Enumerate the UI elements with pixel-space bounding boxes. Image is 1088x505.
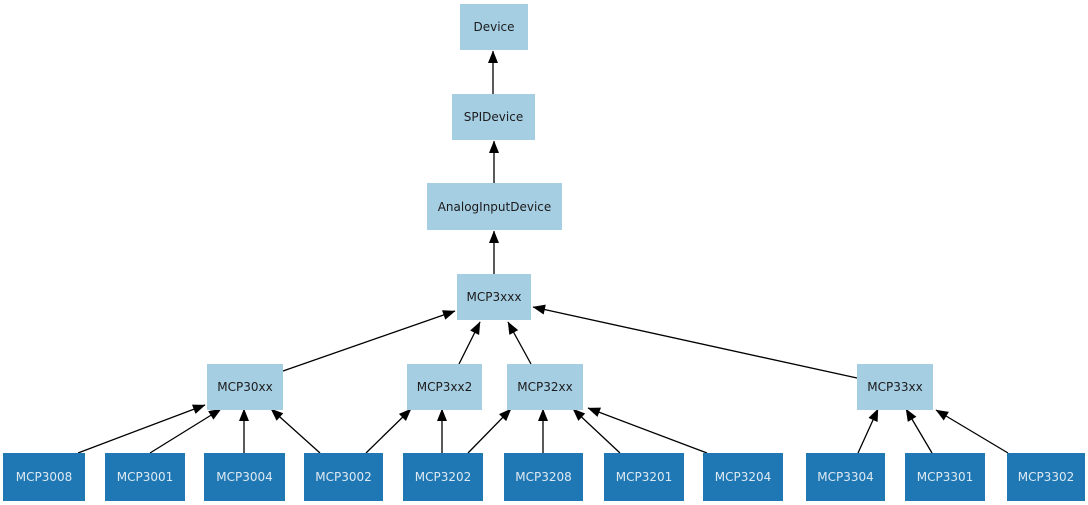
class-node-device[interactable]: Device bbox=[460, 4, 528, 50]
class-node-label: MCP32xx bbox=[517, 380, 573, 394]
class-node-label: Device bbox=[473, 20, 515, 34]
class-node-label: MCP3202 bbox=[414, 470, 472, 484]
class-node-mcp3302[interactable]: MCP3302 bbox=[1007, 453, 1085, 501]
class-node-mcp3301[interactable]: MCP3301 bbox=[905, 453, 985, 501]
class-node-mcp3008[interactable]: MCP3008 bbox=[3, 453, 85, 501]
class-node-mcp3304[interactable]: MCP3304 bbox=[806, 453, 885, 501]
class-node-mcp3001[interactable]: MCP3001 bbox=[105, 453, 185, 501]
class-node-mcp3004[interactable]: MCP3004 bbox=[204, 453, 285, 501]
class-node-mcp3202[interactable]: MCP3202 bbox=[403, 453, 483, 501]
class-node-spidevice[interactable]: SPIDevice bbox=[452, 94, 535, 140]
class-node-mcp3204[interactable]: MCP3204 bbox=[703, 453, 783, 501]
inheritance-arrow-mcp30xx-to-mcp3xxx bbox=[282, 310, 456, 372]
class-node-mcp3002[interactable]: MCP3002 bbox=[304, 453, 383, 501]
inheritance-arrow-mcp3202-to-mcp32xx bbox=[467, 408, 512, 454]
class-node-mcp3208[interactable]: MCP3208 bbox=[504, 453, 583, 501]
class-node-label: MCP3xx2 bbox=[416, 380, 473, 394]
class-node-label: MCP3008 bbox=[15, 470, 73, 484]
class-node-label: SPIDevice bbox=[463, 110, 524, 124]
inheritance-arrow-mcp32xx-to-mcp3xxx bbox=[507, 321, 532, 365]
class-node-mcp33xx[interactable]: MCP33xx bbox=[857, 364, 933, 410]
class-node-label: MCP3302 bbox=[1017, 470, 1075, 484]
inheritance-arrow-mcp3002-to-mcp3xx2 bbox=[365, 408, 412, 454]
inheritance-arrow-mcp3204-to-mcp32xx bbox=[587, 407, 708, 454]
class-node-label: MCP3208 bbox=[515, 470, 572, 484]
class-node-label: MCP3304 bbox=[817, 470, 874, 484]
class-node-label: MCP3001 bbox=[116, 470, 174, 484]
class-node-mcp30xx[interactable]: MCP30xx bbox=[207, 364, 283, 410]
class-node-analoginputdevice[interactable]: AnalogInputDevice bbox=[427, 183, 562, 230]
class-node-label: MCP30xx bbox=[217, 380, 273, 394]
class-node-label: MCP3204 bbox=[714, 470, 772, 484]
class-node-label: MCP3002 bbox=[315, 470, 372, 484]
class-node-label: MCP3xxx bbox=[466, 290, 522, 304]
class-node-mcp3xx2[interactable]: MCP3xx2 bbox=[407, 364, 482, 410]
inheritance-arrow-mcp3304-to-mcp33xx bbox=[857, 408, 879, 454]
inheritance-arrow-mcp3302-to-mcp33xx bbox=[935, 409, 1009, 454]
inheritance-arrow-mcp3301-to-mcp33xx bbox=[905, 408, 933, 454]
class-node-label: AnalogInputDevice bbox=[437, 199, 552, 214]
class-node-label: MCP33xx bbox=[867, 380, 923, 394]
inheritance-arrow-mcp3201-to-mcp32xx bbox=[572, 408, 621, 454]
inheritance-arrow-mcp3xx2-to-mcp3xxx bbox=[458, 321, 481, 365]
inheritance-arrow-mcp3008-to-mcp30xx bbox=[77, 404, 206, 454]
class-node-label: MCP3004 bbox=[216, 470, 273, 484]
class-node-mcp3201[interactable]: MCP3201 bbox=[604, 453, 684, 501]
inheritance-arrow-mcp3002-to-mcp30xx bbox=[270, 408, 321, 454]
inheritance-arrow-mcp3001-to-mcp30xx bbox=[149, 408, 222, 454]
class-node-mcp3xxx[interactable]: MCP3xxx bbox=[457, 274, 531, 320]
class-node-label: MCP3201 bbox=[615, 470, 673, 484]
class-node-label: MCP3301 bbox=[916, 470, 974, 484]
class-node-mcp32xx[interactable]: MCP32xx bbox=[507, 364, 583, 410]
